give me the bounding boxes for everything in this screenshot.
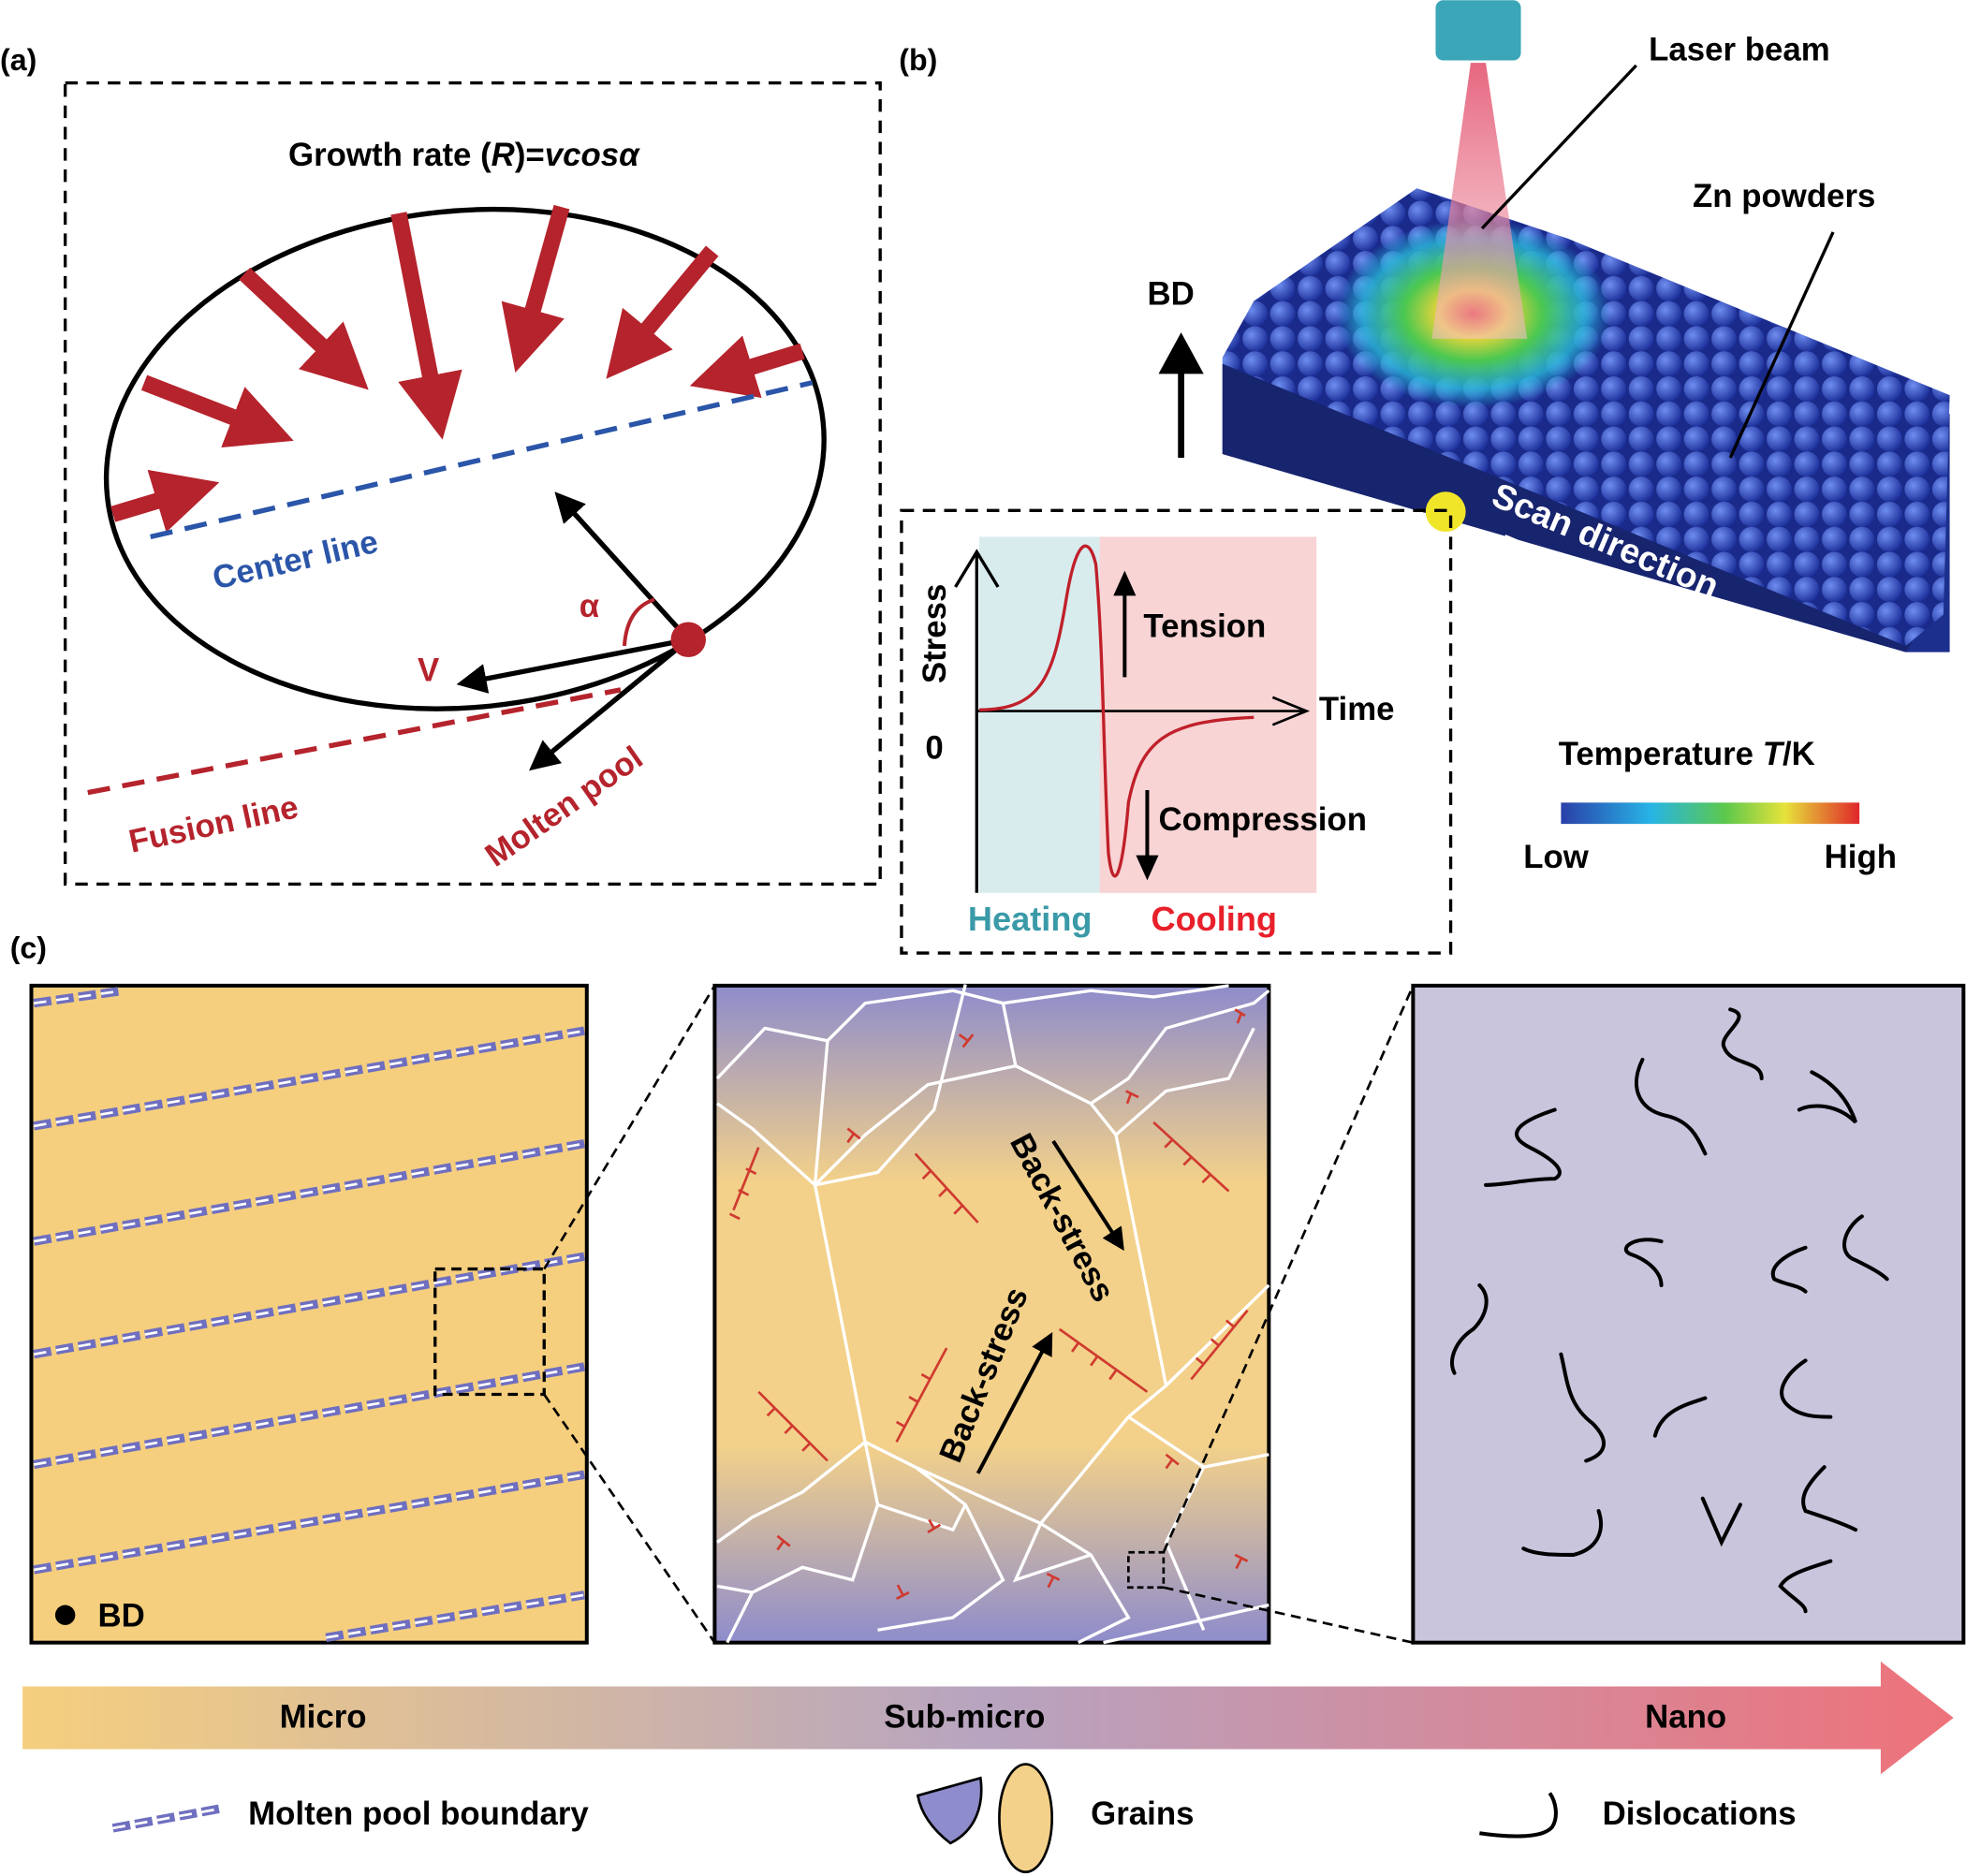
back-stress-arrow-1 — [976, 1331, 1053, 1474]
zoom-box-1 — [433, 1267, 546, 1397]
molten-pool-ellipse — [103, 206, 827, 711]
panel-label-a: (a) — [0, 43, 37, 77]
velocity-arrows — [456, 491, 691, 771]
colorbar-high: High — [1825, 839, 1897, 875]
growth-rate-title: Growth rate (R)=vcosα — [288, 137, 640, 173]
legend-molten-pool-boundary: Molten pool boundary — [248, 1795, 589, 1832]
stress-inset-frame — [900, 508, 1453, 955]
alpha-angle-arc — [622, 597, 655, 647]
molten-pool-label: Molten pool — [478, 740, 649, 874]
scale-nano: Nano — [1645, 1699, 1726, 1736]
bd-out-of-plane-icon — [54, 1605, 76, 1625]
nano-view — [1411, 983, 1966, 1645]
zero-label: 0 — [925, 729, 943, 766]
colorbar-low: Low — [1523, 839, 1590, 875]
dislocation-lines — [1450, 1007, 1889, 1614]
center-line — [150, 380, 814, 540]
dislocation-markers — [728, 1008, 1249, 1601]
heating-region — [978, 536, 1100, 893]
stress-curve — [978, 544, 1254, 878]
scale-micro: Micro — [280, 1699, 367, 1736]
stress-inset: Stress 0 Time Tension Compression Heatin… — [900, 508, 1453, 955]
back-stress-arrow-2 — [1051, 1139, 1124, 1252]
growth-direction-arrows — [110, 204, 805, 533]
time-axis-arrow-icon — [1271, 696, 1311, 726]
zoom-line — [543, 1393, 716, 1644]
zoom-line — [1162, 985, 1415, 1553]
grain-purple-icon — [916, 1776, 983, 1845]
center-line-label: Center line — [209, 523, 381, 596]
panel-c: (c) BD — [10, 931, 1966, 1874]
tension-arrow-icon — [1113, 570, 1137, 596]
laser-beam-pointer — [1480, 64, 1637, 230]
bd-arrow-icon — [1158, 332, 1204, 374]
bd-label-b: BD — [1147, 276, 1194, 313]
fusion-line — [87, 687, 622, 796]
laser-head-icon — [1435, 0, 1521, 61]
zn-powders-label: Zn powders — [1693, 178, 1875, 214]
temperature-label: Temperature T/K — [1559, 736, 1815, 772]
panel-a: (a) Growth rate (R)=vcosα Center line Fu… — [0, 43, 882, 887]
alpha-label: α — [580, 588, 600, 624]
zoom-box-2 — [1127, 1550, 1166, 1590]
laser-beam — [1431, 63, 1528, 339]
panel-label-b: (b) — [899, 43, 937, 77]
panel-b: (b) Laser beam Zn powders BD Scan direct… — [899, 0, 1950, 955]
legend: Molten pool boundary Grains Dislocations — [111, 1763, 1797, 1874]
sub-micro-view — [712, 983, 1271, 1645]
cooling-label: Cooling — [1151, 900, 1277, 938]
legend-dislocations: Dislocations — [1603, 1795, 1797, 1832]
molten-pool-point — [670, 622, 707, 657]
legend-grains: Grains — [1091, 1795, 1194, 1832]
heating-label: Heating — [968, 900, 1093, 938]
panel-label-c: (c) — [10, 931, 47, 964]
laser-beam-label: Laser beam — [1649, 32, 1830, 68]
panel-a-frame — [63, 81, 882, 887]
v-label: V — [418, 652, 439, 688]
temperature-colorbar — [1561, 802, 1860, 825]
stress-axis-arrow-icon — [954, 549, 1000, 588]
zoom-line — [1163, 1586, 1414, 1644]
time-label: Time — [1319, 691, 1395, 727]
compression-label: Compression — [1159, 801, 1367, 838]
zoom-line — [543, 985, 716, 1270]
dislocation-icon — [1479, 1792, 1558, 1839]
length-scale-arrow — [22, 1661, 1954, 1775]
grain-yellow-icon — [998, 1763, 1053, 1874]
bd-label-c: BD — [97, 1597, 144, 1634]
stress-label: Stress — [917, 584, 953, 683]
cooling-region — [1099, 536, 1317, 893]
micro-view — [29, 983, 589, 1645]
scale-sub-micro: Sub-micro — [884, 1699, 1045, 1736]
compression-arrow-icon — [1136, 855, 1159, 881]
scan-direction-arrow — [1504, 534, 1723, 631]
fusion-line-label: Fusion line — [125, 788, 301, 859]
zn-powders-pointer — [1728, 231, 1835, 459]
grain-boundaries — [715, 984, 1270, 1645]
tension-label: Tension — [1143, 608, 1266, 645]
